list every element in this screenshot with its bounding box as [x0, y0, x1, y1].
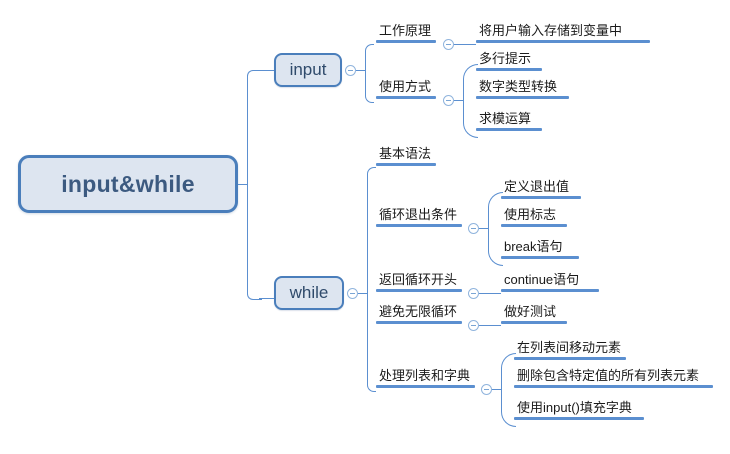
topic-underline [476, 40, 650, 43]
minus-circle-icon-while[interactable] [347, 288, 358, 299]
topic-gongzuoyuanli[interactable]: 工作原理 [376, 22, 436, 43]
topic-zuohao-ceshi[interactable]: 做好测试 [501, 303, 567, 324]
while-children-bracket [367, 167, 376, 392]
topic-fanhui-kaitou-label: 返回循环开头 [379, 272, 458, 287]
root-trunk-spine-down [247, 184, 248, 287]
topic-underline [501, 289, 599, 292]
root-elbow-input [247, 70, 262, 84]
topic-underline [501, 256, 579, 259]
topic-underline [376, 321, 462, 324]
minus-circle-icon-fanhui-kaitou[interactable] [468, 288, 479, 299]
topic-xunhuan-tuichu[interactable]: 循环退出条件 [376, 206, 462, 227]
topic-bimian-wuxian[interactable]: 避免无限循环 [376, 303, 462, 324]
topic-break-yuju-label: break语句 [504, 239, 563, 254]
topic-continue-yuju-label: continue语句 [504, 272, 580, 287]
branch-node-input[interactable]: input [274, 53, 342, 87]
input-children-bracket [365, 44, 374, 103]
branch-node-while[interactable]: while [274, 276, 344, 310]
topic-shiyong-biaozhi[interactable]: 使用标志 [501, 206, 567, 227]
topic-shuzi-zhuanhuan-label: 数字类型转换 [479, 79, 558, 94]
topic-underline [476, 128, 542, 131]
topic-input-tianchong-zidian[interactable]: 使用input()填充字典 [514, 399, 644, 420]
topic-cunchu-bianliang[interactable]: 将用户输入存储到变量中 [476, 22, 650, 43]
topic-dingyi-tuichuzhi[interactable]: 定义退出值 [501, 178, 581, 199]
topic-shanchu-liebiao-yuansu-label: 删除包含特定值的所有列表元素 [517, 368, 700, 383]
topic-underline [376, 224, 462, 227]
root-node-label: input&while [61, 170, 195, 197]
topic-duohangtishi-label: 多行提示 [479, 51, 532, 66]
root-branch-line-while [259, 298, 274, 299]
root-elbow-while [247, 286, 262, 300]
root-trunk-stub [238, 184, 248, 185]
topic-zuohao-ceshi-label: 做好测试 [504, 304, 557, 319]
topic-shiyong-biaozhi-label: 使用标志 [504, 207, 557, 222]
while-bracket-stub [358, 293, 367, 294]
topic-shuzi-zhuanhuan[interactable]: 数字类型转换 [476, 78, 569, 99]
topic-shanchu-liebiao-yuansu[interactable]: 删除包含特定值的所有列表元素 [514, 367, 713, 388]
topic-shiyongfangshi[interactable]: 使用方式 [376, 78, 436, 99]
topic-underline [501, 196, 581, 199]
root-node[interactable]: input&while [18, 155, 238, 213]
branch-node-input-label: input [289, 60, 327, 79]
topic-dingyi-tuichuzhi-label: 定义退出值 [504, 179, 570, 194]
root-branch-line-input [259, 70, 274, 71]
topic-fanhui-kaitou[interactable]: 返回循环开头 [376, 271, 462, 292]
topic-underline [376, 40, 436, 43]
topic-xunhuan-tuichu-label: 循环退出条件 [379, 207, 458, 222]
topic-underline [514, 417, 644, 420]
topic-cunchu-bianliang-label: 将用户输入存储到变量中 [479, 23, 623, 38]
topic-input-tianchong-zidian-label: 使用input()填充字典 [517, 400, 632, 415]
gongzuoyuanli-child-line [454, 44, 476, 45]
topic-underline [476, 68, 542, 71]
topic-underline [376, 385, 475, 388]
topic-underline [514, 357, 626, 360]
topic-qiumo-yunsuan[interactable]: 求模运算 [476, 110, 542, 131]
topic-break-yuju[interactable]: break语句 [501, 238, 579, 259]
topic-underline [376, 289, 462, 292]
topic-underline [501, 321, 567, 324]
topic-chuli-liebiao-zidian[interactable]: 处理列表和字典 [376, 367, 475, 388]
topic-underline [476, 96, 569, 99]
topic-shiyongfangshi-label: 使用方式 [379, 79, 432, 94]
fanhui-kaitou-child-line [479, 293, 501, 294]
topic-continue-yuju[interactable]: continue语句 [501, 271, 599, 292]
shiyongfangshi-stub [454, 100, 464, 101]
topic-chuli-liebiao-zidian-label: 处理列表和字典 [379, 368, 471, 383]
minus-circle-icon-chuli-liebiao-zidian[interactable] [481, 384, 492, 395]
minus-circle-icon-shiyongfangshi[interactable] [443, 95, 454, 106]
topic-jibenyufa-label: 基本语法 [379, 146, 432, 161]
topic-underline [376, 163, 436, 166]
xunhuan-tuichu-stub [479, 228, 489, 229]
minus-circle-icon-xunhuan-tuichu[interactable] [468, 223, 479, 234]
topic-underline [514, 385, 713, 388]
minus-circle-icon-bimian-wuxian[interactable] [468, 320, 479, 331]
topic-qiumo-yunsuan-label: 求模运算 [479, 111, 532, 126]
minus-circle-icon-input[interactable] [345, 65, 356, 76]
topic-underline [376, 96, 436, 99]
topic-bimian-wuxian-label: 避免无限循环 [379, 304, 458, 319]
root-trunk-spine-up [247, 82, 248, 185]
branch-node-while-label: while [289, 283, 329, 302]
topic-underline [501, 224, 567, 227]
minus-circle-icon-gongzuoyuanli[interactable] [443, 39, 454, 50]
topic-duohangtishi[interactable]: 多行提示 [476, 50, 542, 71]
topic-yidong-yuansu[interactable]: 在列表间移动元素 [514, 339, 626, 360]
topic-jibenyufa[interactable]: 基本语法 [376, 145, 436, 166]
topic-gongzuoyuanli-label: 工作原理 [379, 23, 432, 38]
bimian-wuxian-child-line [479, 325, 501, 326]
topic-yidong-yuansu-label: 在列表间移动元素 [517, 340, 622, 355]
input-bracket-stub [356, 70, 365, 71]
chuli-liebiao-stub [492, 389, 502, 390]
